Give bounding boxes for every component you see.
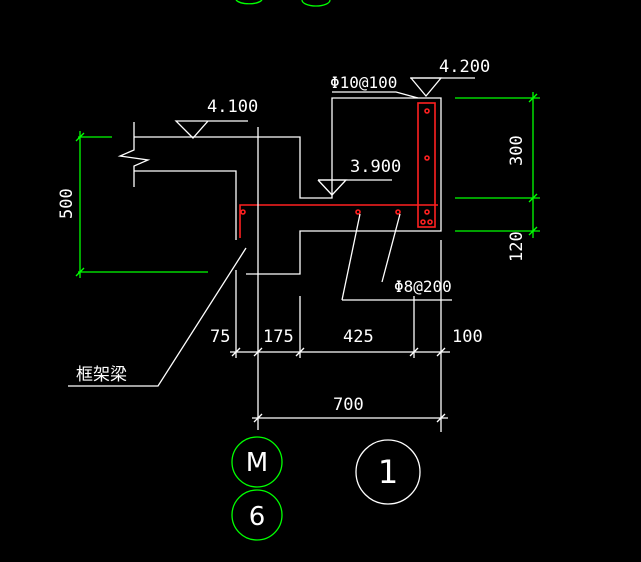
- elevation-marker-3900: 3.900: [317, 157, 401, 196]
- dim-500: 500: [57, 131, 208, 278]
- dim-700: 700: [252, 395, 448, 423]
- dim-label: 175: [263, 327, 294, 347]
- axis-label: 6: [249, 502, 266, 532]
- stirrup-box: [417, 102, 436, 228]
- rebar-dot: [420, 219, 426, 225]
- beam-label: 框架梁: [76, 365, 127, 385]
- top-axis-circle-right: [301, 0, 331, 7]
- elevation-marker-4100: 4.100: [174, 97, 258, 139]
- axis-bubble-6: 6: [231, 489, 283, 541]
- beam-callout: 框架梁: [68, 247, 247, 387]
- section-outline: [117, 97, 442, 275]
- axis-bubble-m: M: [231, 436, 283, 488]
- stirrup-rebar: [239, 204, 438, 238]
- elevation-label: 4.200: [439, 57, 490, 77]
- stirrup-callout: Φ10@100: [330, 73, 419, 99]
- elevation-label: 4.100: [207, 97, 258, 117]
- elevation-label: 3.900: [350, 157, 401, 177]
- rebar-dot: [355, 209, 361, 215]
- rebar-dot: [424, 155, 430, 161]
- dim-label: 100: [452, 327, 483, 347]
- elevation-marker-4200: 4.200: [410, 57, 490, 98]
- dim-label: 500: [57, 188, 77, 219]
- stirrup-label: Φ10@100: [330, 73, 397, 92]
- rebar-dot: [424, 108, 430, 114]
- dim-right: 300 120: [455, 92, 540, 262]
- dim-label: 425: [343, 327, 374, 347]
- dim-label: 700: [333, 395, 364, 415]
- dim-chain: 75 175 425 100: [210, 127, 483, 432]
- top-axis-circle-left: [235, 0, 263, 5]
- rebar-lines: [239, 102, 438, 238]
- rebar-dot: [424, 209, 430, 215]
- dim-label: 75: [210, 327, 230, 347]
- axis-label: M: [246, 448, 268, 478]
- slab-rebar-label: Φ8@200: [394, 277, 452, 296]
- section-bubble: 1: [355, 439, 421, 505]
- rebar-dot: [427, 219, 433, 225]
- slab-rebar-callout: Φ8@200: [341, 213, 452, 301]
- section-label: 1: [378, 453, 398, 491]
- rebar-dot: [240, 209, 246, 215]
- rebar-dot: [395, 209, 401, 215]
- dim-label: 120: [507, 231, 527, 262]
- dim-label: 300: [507, 135, 527, 166]
